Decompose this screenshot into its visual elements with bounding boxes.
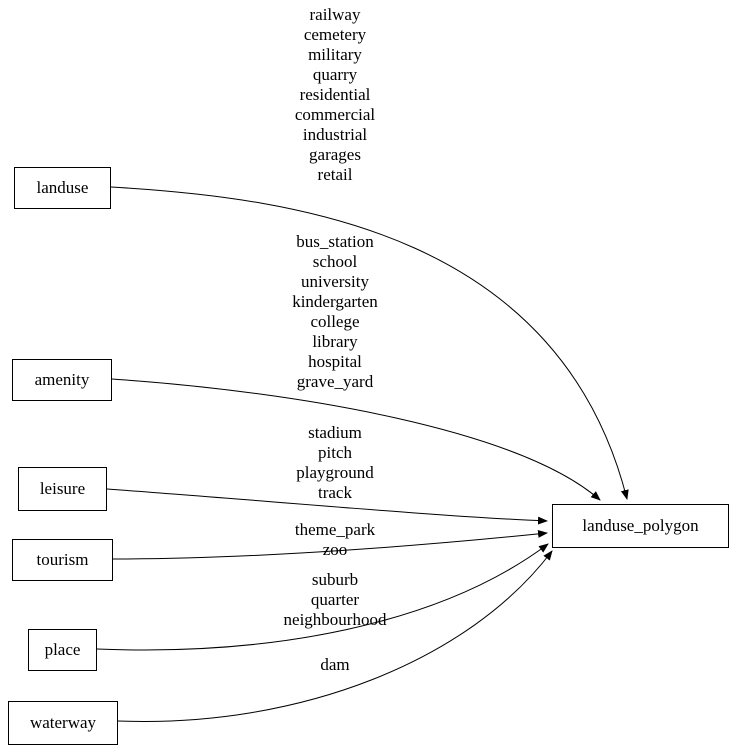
edge-waterway-to-landuse-polygon — [117, 550, 553, 722]
edge-landuse-to-landuse-polygon — [110, 186, 629, 500]
node-amenity: amenity — [12, 359, 112, 401]
node-place-label: place — [44, 640, 81, 659]
node-landuse-polygon: landuse_polygon — [552, 504, 729, 548]
edge-label-place: suburb quarter neighbourhood — [283, 570, 387, 629]
node-landuse-label: landuse — [36, 178, 89, 197]
edge-leisure-to-landuse-polygon — [106, 488, 548, 525]
edge-label-leisure: stadium pitch playground track — [296, 423, 374, 502]
node-landuse-polygon-label: landuse_polygon — [582, 516, 699, 535]
node-tourism: tourism — [12, 539, 113, 581]
node-place: place — [28, 629, 97, 671]
edge-place-to-landuse-polygon — [96, 543, 549, 651]
edge-label-waterway: dam — [320, 655, 350, 674]
edge-tourism-to-landuse-polygon — [112, 529, 548, 560]
node-landuse: landuse — [14, 167, 111, 209]
node-waterway-label: waterway — [29, 713, 97, 732]
edge-label-amenity: bus_station school university kindergart… — [292, 232, 378, 391]
node-leisure: leisure — [18, 467, 107, 511]
node-leisure-label: leisure — [39, 479, 86, 498]
edge-label-tourism: theme_park zoo — [294, 520, 376, 559]
node-waterway: waterway — [8, 701, 118, 745]
node-amenity-label: amenity — [34, 370, 90, 389]
node-tourism-label: tourism — [36, 550, 89, 569]
edge-label-landuse: railway cemetery military quarry residen… — [294, 5, 376, 184]
edge-amenity-to-landuse-polygon — [111, 378, 601, 501]
